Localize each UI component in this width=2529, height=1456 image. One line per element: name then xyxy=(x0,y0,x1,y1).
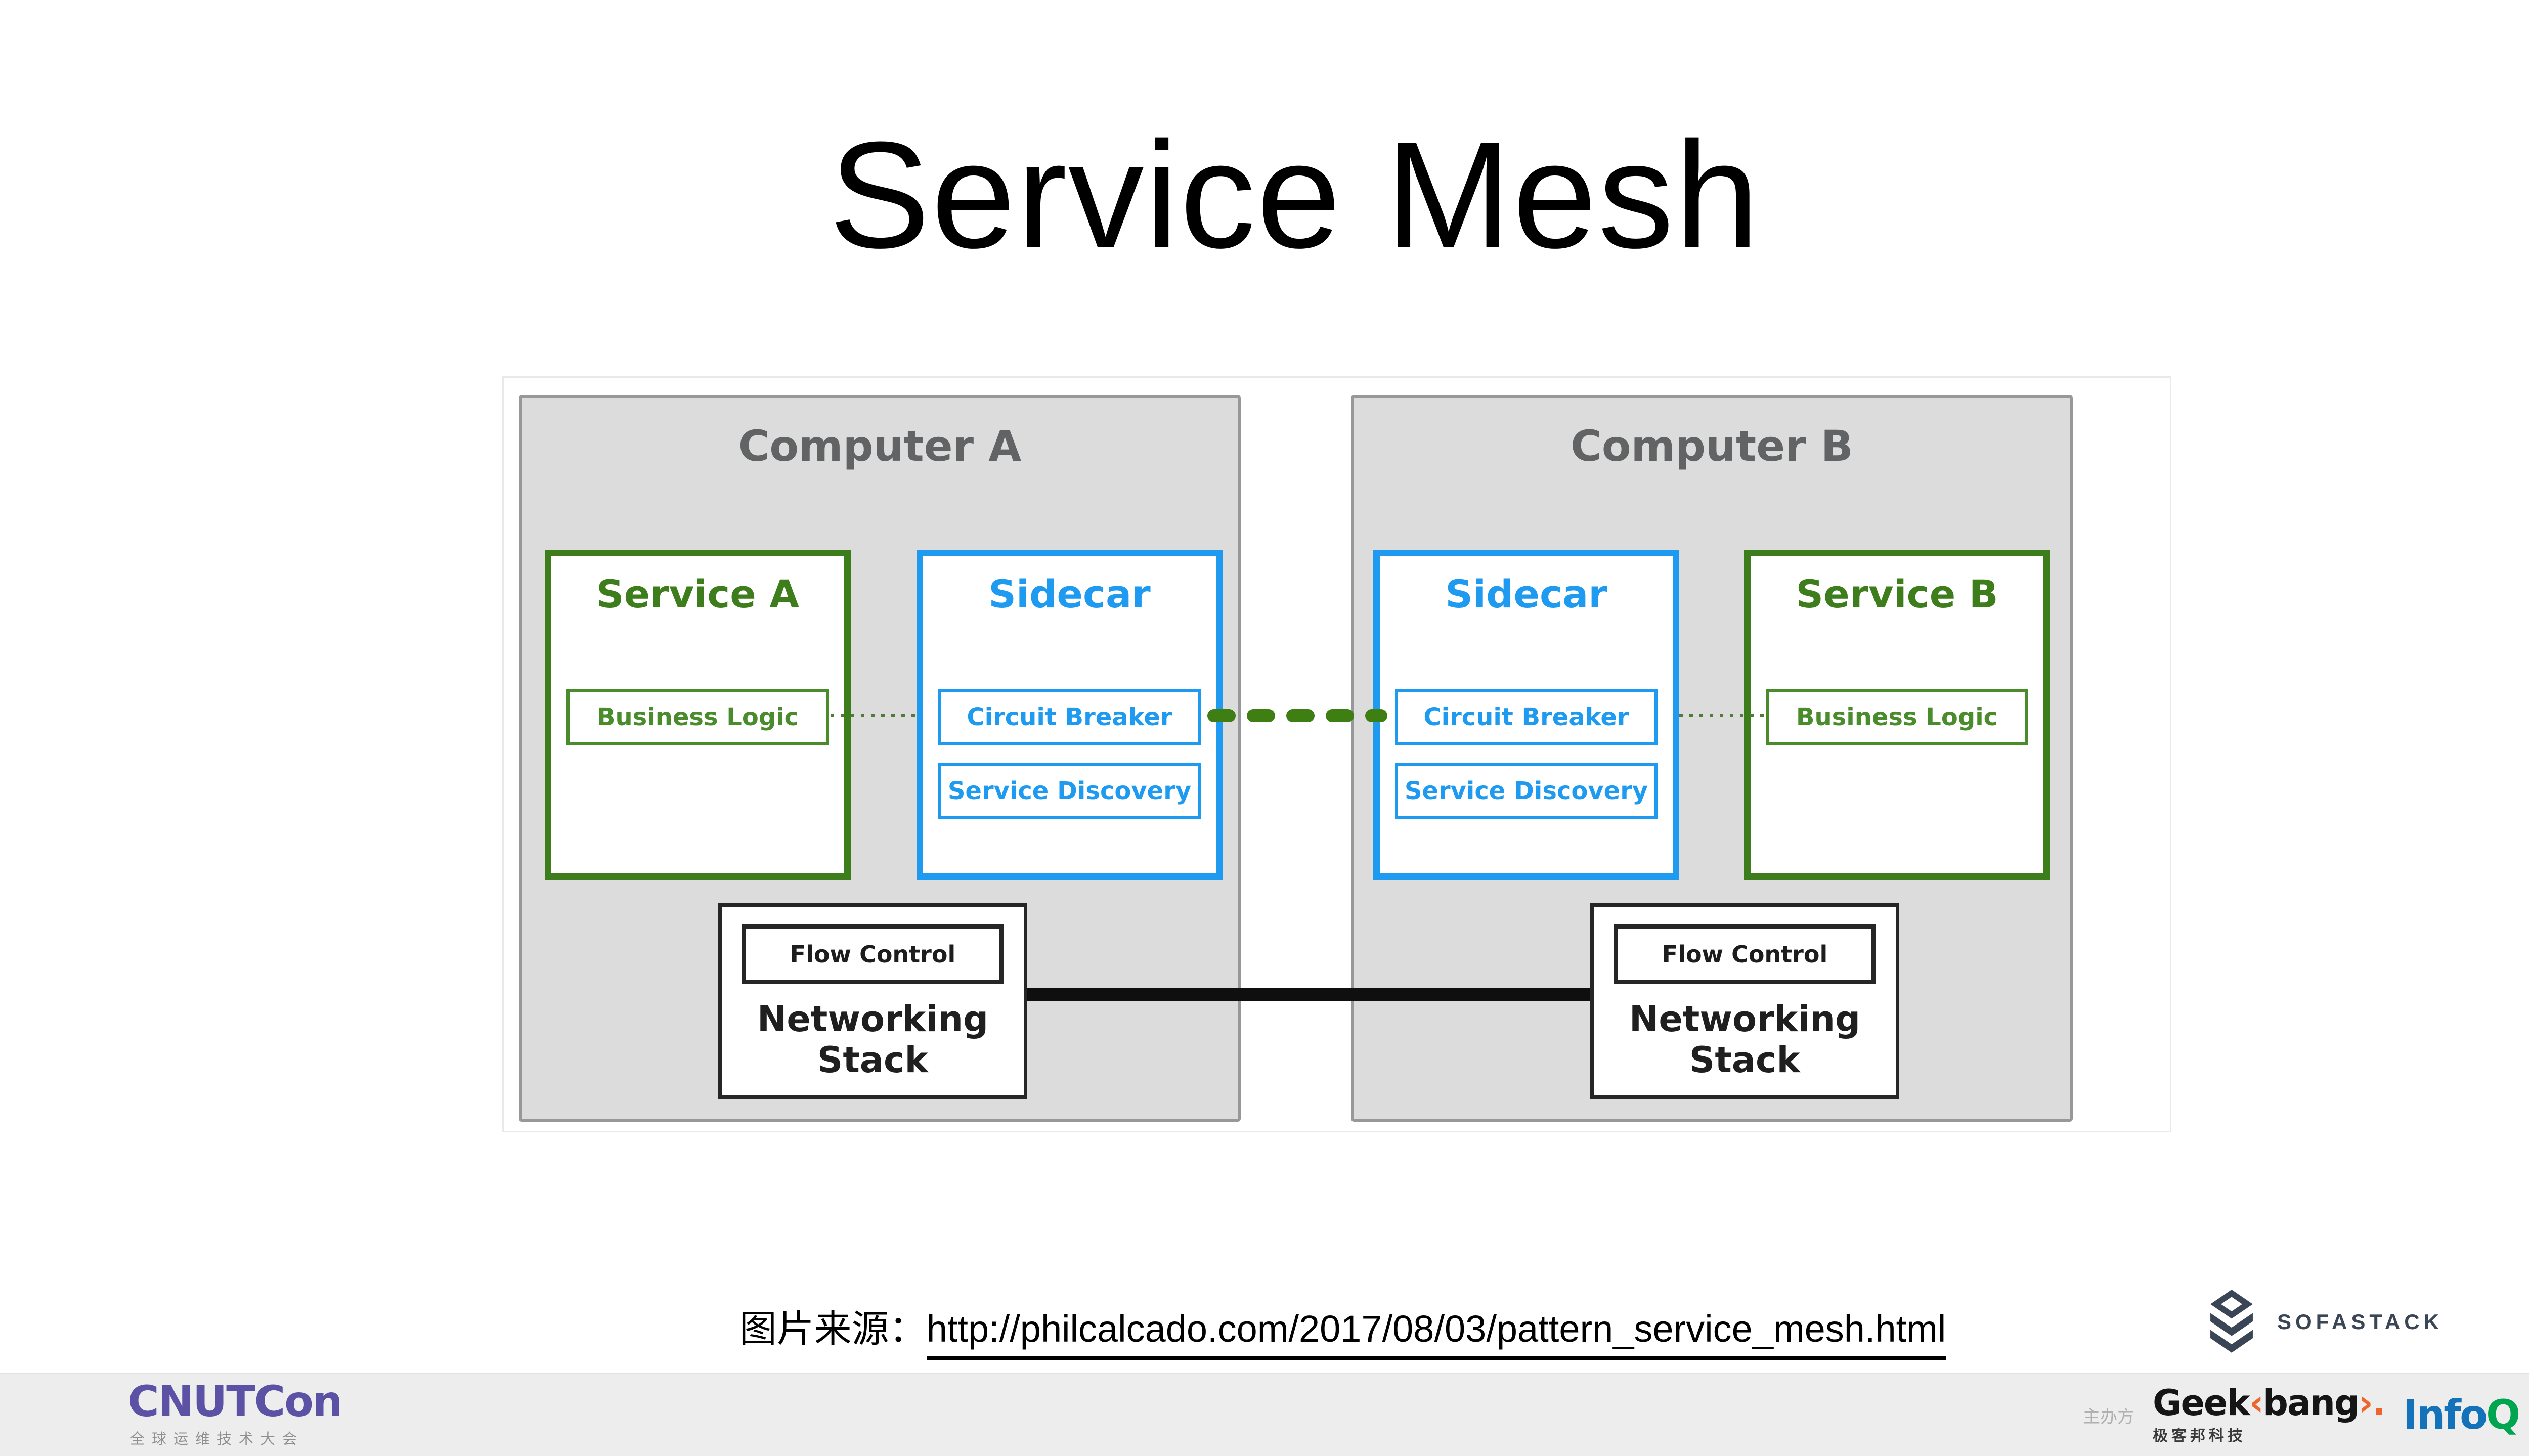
infoq-q-text: Q xyxy=(2486,1391,2520,1438)
image-source-line: 图片来源：http://philcalcado.com/2017/08/03/p… xyxy=(0,1299,2529,1360)
sidecar-a-panel: Sidecar Circuit Breaker Service Discover… xyxy=(917,550,1223,880)
sofastack-logo: SOFASTACK xyxy=(2203,1290,2443,1354)
network-link-line xyxy=(1027,988,1590,1001)
service-b-panel: Service B Business Logic xyxy=(1744,550,2050,880)
figure-image-border xyxy=(502,376,2171,1132)
sidecar-dashed-connector xyxy=(1207,709,1387,722)
dotted-connector-a xyxy=(831,714,918,717)
geekbang-tagline: 极客邦科技 xyxy=(2153,1427,2246,1444)
service-b-title: Service B xyxy=(1796,571,1998,616)
business-logic-chip-b: Business Logic xyxy=(1766,689,2028,745)
networking-stack-b-box: Flow Control Networking Stack xyxy=(1590,903,1899,1099)
geekbang-geek: Geek xyxy=(2153,1382,2250,1424)
infoq-logo: InfoQ xyxy=(2403,1395,2521,1435)
host-label: 主办方 xyxy=(2083,1407,2134,1427)
service-discovery-chip-a: Service Discovery xyxy=(938,763,1201,819)
service-a-panel: Service A Business Logic xyxy=(545,550,851,880)
geekbang-dot-icon: . xyxy=(2372,1382,2386,1424)
sidecar-a-title: Sidecar xyxy=(988,571,1151,616)
geekbang-logo: Geek‹bang›. 极客邦科技 xyxy=(2153,1382,2386,1445)
circuit-breaker-chip-a: Circuit Breaker xyxy=(938,689,1201,745)
cnutcon-logo: CNUTCon 全球运维技术大会 xyxy=(128,1377,343,1448)
business-logic-chip-a: Business Logic xyxy=(566,689,829,745)
infoq-info-text: Info xyxy=(2403,1391,2488,1438)
flow-control-chip-a: Flow Control xyxy=(742,924,1004,984)
computer-a-title: Computer A xyxy=(738,421,1022,471)
dotted-connector-b xyxy=(1679,714,1768,717)
flow-control-chip-b: Flow Control xyxy=(1614,924,1876,984)
geekbang-close-bracket-icon: › xyxy=(2359,1382,2373,1424)
geekbang-bang: bang xyxy=(2262,1382,2360,1424)
circuit-breaker-chip-b: Circuit Breaker xyxy=(1395,689,1658,745)
image-source-prefix: 图片来源： xyxy=(739,1308,927,1350)
sofastack-icon xyxy=(2210,1290,2253,1353)
image-source-link[interactable]: http://philcalcado.com/2017/08/03/patter… xyxy=(926,1308,1946,1360)
networking-stack-b-label: Networking Stack xyxy=(1629,998,1861,1081)
geekbang-open-bracket-icon: ‹ xyxy=(2249,1382,2264,1424)
cnutcon-wordmark: CNUTCon xyxy=(128,1377,343,1426)
networking-stack-a-box: Flow Control Networking Stack xyxy=(718,903,1027,1099)
service-discovery-chip-b: Service Discovery xyxy=(1395,763,1658,819)
computer-b-title: Computer B xyxy=(1571,421,1853,471)
cnutcon-tagline: 全球运维技术大会 xyxy=(130,1431,304,1447)
networking-stack-a-label: Networking Stack xyxy=(757,998,989,1081)
service-a-title: Service A xyxy=(596,571,800,616)
sidecar-b-title: Sidecar xyxy=(1445,571,1607,616)
sidecar-b-panel: Sidecar Circuit Breaker Service Discover… xyxy=(1373,550,1679,880)
page-title: Service Mesh xyxy=(829,110,1761,280)
host-logos: 主办方 Geek‹bang›. 极客邦科技 InfoQ xyxy=(2083,1374,2521,1456)
sofastack-wordmark: SOFASTACK xyxy=(2277,1310,2443,1334)
footer-bar: CNUTCon 全球运维技术大会 主办方 Geek‹bang›. 极客邦科技 I… xyxy=(0,1373,2529,1456)
